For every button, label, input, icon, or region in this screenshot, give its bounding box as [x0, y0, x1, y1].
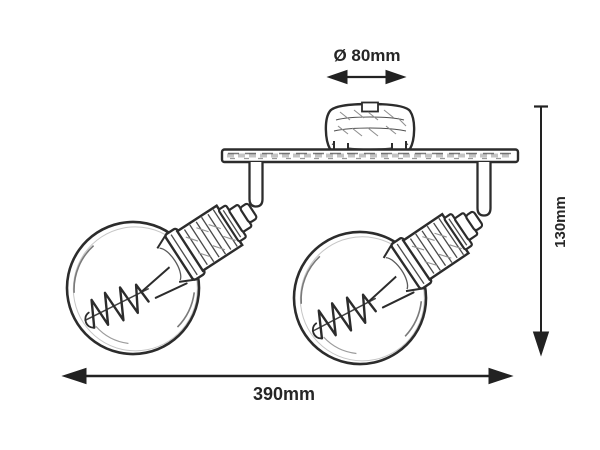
arrowhead-left [326, 69, 348, 85]
stem-right [476, 162, 492, 217]
mounting-bar [220, 148, 520, 164]
canopy-top-notch [361, 101, 379, 113]
stem-left [248, 162, 264, 208]
arrowhead-left [61, 367, 87, 385]
dimension-diameter-arrow [326, 69, 407, 85]
arrowhead-down [532, 331, 550, 357]
diameter-dimension-label: Ø 80mm [333, 46, 401, 65]
arrowhead-right [488, 367, 514, 385]
canopy [324, 101, 416, 158]
arrowhead-right [385, 69, 407, 85]
dimension-height-arrow [532, 105, 550, 357]
length-dimension-label: 390mm [252, 384, 316, 404]
height-dimension-label: 130mm [552, 196, 569, 248]
dimension-length-arrow [61, 367, 514, 385]
